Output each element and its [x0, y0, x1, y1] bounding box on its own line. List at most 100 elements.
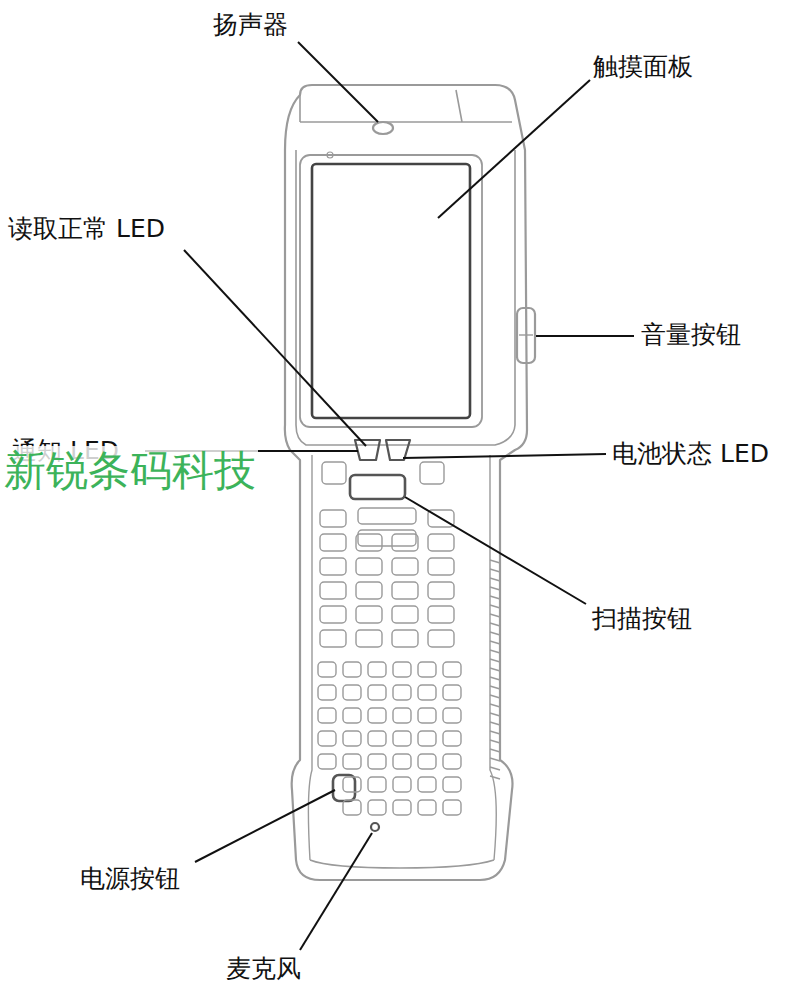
keypad-key: [418, 754, 436, 769]
part-label: 扫描按钮: [592, 604, 692, 634]
leader-line: [405, 497, 586, 604]
keypad-key: [368, 754, 386, 769]
keypad-key: [393, 731, 411, 746]
grip-ridge: [490, 641, 500, 644]
keypad-key: [368, 731, 386, 746]
keypad-key: [318, 731, 336, 746]
volume-button: [517, 308, 535, 363]
keypad-key: [418, 685, 436, 700]
leader-line: [300, 833, 372, 950]
keypad-key: [322, 462, 346, 484]
keypad-key: [392, 582, 418, 599]
part-label: 扬声器: [213, 10, 288, 40]
keypad-key: [418, 800, 436, 815]
grip-ridge: [490, 713, 500, 716]
keypad-key: [320, 606, 346, 623]
keypad-key: [368, 777, 386, 792]
keypad-key: [393, 708, 411, 723]
leader-line: [195, 790, 335, 862]
grip-ridge: [490, 749, 500, 752]
keypad-key: [358, 508, 416, 524]
part-label: 电池状态 LED: [612, 439, 769, 469]
keypad-key: [392, 534, 418, 551]
keypad-key: [356, 558, 382, 575]
keypad-key: [418, 708, 436, 723]
grip-ridge: [490, 560, 500, 563]
grip-ridge: [490, 605, 500, 608]
keypad-key: [320, 510, 346, 527]
grip-ridge: [490, 596, 500, 599]
keypad-key: [393, 800, 411, 815]
keypad-key: [356, 606, 382, 623]
keypad-key: [443, 708, 461, 723]
leader-line: [184, 250, 366, 446]
grip-ridge: [490, 569, 500, 572]
keypad-key: [343, 662, 361, 677]
keypad-key: [392, 558, 418, 575]
part-label: 电源按钮: [80, 864, 180, 894]
keypad-key: [320, 558, 346, 575]
keypad-key: [368, 708, 386, 723]
keypad-key: [393, 777, 411, 792]
keypad-key: [418, 731, 436, 746]
grip-ridge: [490, 668, 500, 671]
keypad-key: [393, 662, 411, 677]
keypad-key: [418, 662, 436, 677]
scan-button: [350, 475, 405, 499]
keypad-key: [428, 582, 454, 599]
part-label: 麦克风: [226, 954, 301, 984]
keypad-key: [393, 754, 411, 769]
good-read-led: [355, 440, 380, 460]
housing-inner-edge: [296, 150, 515, 445]
keypad-key: [443, 662, 461, 677]
grip-ridge: [490, 767, 500, 770]
part-label: 读取正常 LED: [8, 214, 165, 244]
grip-ridge: [490, 731, 500, 734]
top-cap: [300, 90, 512, 122]
watermark: 新锐条码科技: [2, 446, 258, 496]
volume-split: [519, 334, 533, 335]
keypad-key: [318, 685, 336, 700]
grip-ridge: [490, 722, 500, 725]
keypad-key: [443, 754, 461, 769]
grip-ridge: [490, 686, 500, 689]
leader-line: [536, 335, 634, 337]
grip-ridge: [490, 650, 500, 653]
keypad-key: [318, 662, 336, 677]
grip-ridge: [490, 695, 500, 698]
speaker-grille: [373, 122, 393, 134]
keypad-key: [343, 800, 361, 815]
lower-inner-edge: [308, 455, 496, 868]
keypad-key: [393, 685, 411, 700]
grip-ridge: [490, 587, 500, 590]
grip-ridge: [490, 632, 500, 635]
keypad-key: [343, 777, 361, 792]
keypad-key: [358, 530, 416, 546]
keypad-key: [443, 777, 461, 792]
keypad-key: [392, 606, 418, 623]
keypad-key: [320, 630, 346, 647]
grip-ridge: [490, 614, 500, 617]
keypad-key: [428, 630, 454, 647]
touch-panel: [312, 164, 470, 418]
grip-ridge: [490, 578, 500, 581]
display-bezel: [300, 155, 482, 427]
keypad-key: [418, 777, 436, 792]
grip-ridge: [490, 677, 500, 680]
grip-ridge: [490, 659, 500, 662]
keypad-key: [428, 534, 454, 551]
leader-line: [403, 454, 606, 458]
keypad-key: [356, 630, 382, 647]
keypad-key: [443, 685, 461, 700]
keypad-key: [320, 534, 346, 551]
keypad-key: [343, 708, 361, 723]
keypad-key: [343, 731, 361, 746]
keypad-key: [320, 582, 346, 599]
grip-ridge: [490, 758, 500, 761]
grip-ridge: [490, 740, 500, 743]
grip-ridge: [490, 704, 500, 707]
keypad-key: [318, 708, 336, 723]
keypad-key: [356, 582, 382, 599]
